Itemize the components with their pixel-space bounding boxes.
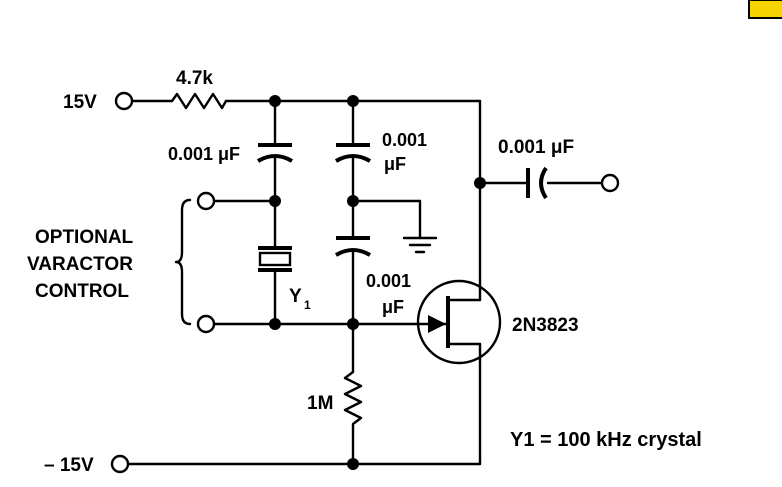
terminal-neg-supply [110, 454, 130, 474]
jfet-2n3823 [416, 279, 502, 365]
label-transistor: 2N3823 [512, 315, 579, 336]
label-crystal-ref-sub: 1 [304, 298, 311, 312]
terminal-pos-supply [114, 91, 134, 111]
label-varactor-2: VARACTOR [27, 254, 133, 275]
terminal-output [600, 173, 620, 193]
corner-tag [748, 0, 782, 19]
capacitor-c2 [334, 143, 372, 163]
resistor-4-7k [170, 92, 228, 110]
label-r2: 1M [307, 393, 333, 414]
capacitor-c1 [256, 143, 294, 163]
label-supply-pos: 15V [63, 92, 97, 113]
label-c3-num: 0.001 [366, 271, 411, 291]
label-c2-num: 0.001 [382, 130, 427, 150]
label-r1: 4.7k [176, 68, 213, 89]
label-c3-unit: μF [382, 297, 404, 317]
ground-symbol [402, 236, 438, 254]
terminal-varactor-top [196, 191, 216, 211]
junction-nodes [269, 95, 486, 470]
label-c4: 0.001 μF [498, 137, 574, 158]
label-c2-unit: μF [384, 154, 406, 174]
crystal-y1 [258, 246, 292, 272]
varactor-bracket [174, 198, 192, 326]
label-varactor-1: OPTIONAL [35, 227, 134, 248]
label-varactor-3: CONTROL [35, 281, 129, 302]
terminal-varactor-bottom [196, 314, 216, 334]
capacitor-c3 [334, 236, 372, 257]
terminals [110, 91, 620, 474]
label-crystal-ref: Y [289, 286, 302, 307]
label-crystal-note: Y1 = 100 kHz crystal [510, 429, 702, 451]
capacitor-c4 [526, 166, 548, 200]
label-c1: 0.001 μF [168, 144, 240, 164]
resistor-1m [343, 370, 363, 430]
label-supply-neg: – 15V [44, 455, 94, 476]
